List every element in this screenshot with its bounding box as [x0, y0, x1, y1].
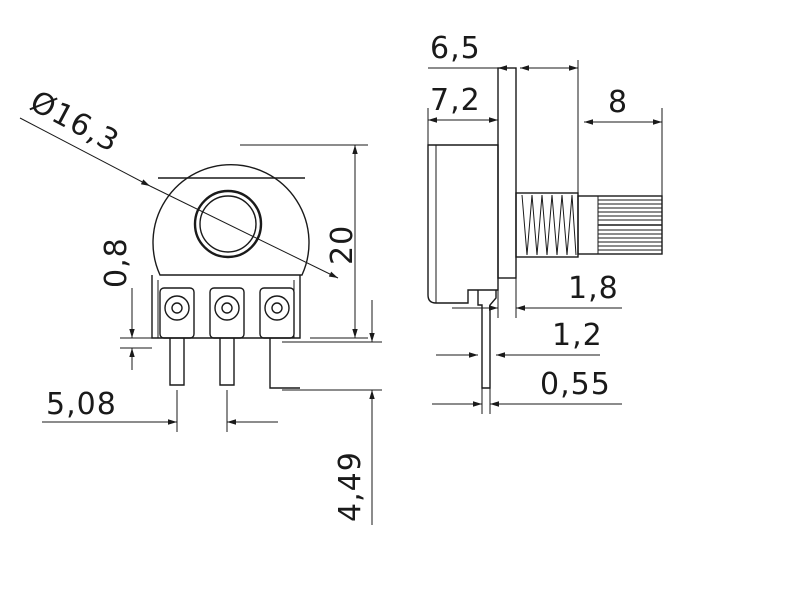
dim-pin-thickness: 0,55 [432, 367, 622, 414]
side-pin [477, 290, 497, 389]
dim-bushing-gap: 1,8 [452, 271, 622, 318]
terminal-base [151, 275, 301, 339]
bushing [515, 192, 579, 258]
pot-body-outline [152, 164, 310, 276]
dim-knurl-length-label: 8 [608, 85, 628, 120]
front-view [151, 164, 310, 389]
dim-pin-offset: 0,8 [99, 237, 152, 370]
side-body [427, 144, 499, 304]
bushing-thread [521, 194, 577, 256]
dim-shaft-total-label: 6,5 [430, 31, 481, 66]
dim-shaft-total: 6,5 [428, 31, 579, 193]
dim-body-depth: 7,2 [427, 83, 498, 145]
terminal-2 [209, 287, 245, 386]
dim-knurl-length: 8 [584, 85, 663, 196]
dim-pin-offset-label: 0,8 [99, 237, 134, 288]
dim-pin-length: 4,49 [282, 300, 382, 525]
dim-pin-thickness-label: 0,55 [540, 367, 611, 402]
side-view [427, 67, 663, 389]
dim-diameter-label: Ø16,3 [24, 84, 125, 160]
dim-body-depth-label: 7,2 [430, 83, 481, 118]
shaft-hole-outer [193, 189, 263, 259]
dim-pin-length-label: 4,49 [333, 451, 368, 522]
dim-bushing-gap-label: 1,8 [568, 271, 619, 306]
dim-pin-pitch: 5,08 [42, 387, 278, 432]
dim-pin-width-label: 1,2 [552, 318, 603, 353]
terminal-3 [259, 287, 300, 389]
dim-height: 20 [240, 144, 368, 339]
knurled-shaft [577, 195, 663, 255]
dim-pin-width: 1,2 [436, 318, 603, 358]
dim-height-label: 20 [325, 225, 360, 265]
dim-pin-pitch-label: 5,08 [46, 387, 117, 422]
shaft-hole-inner [199, 195, 257, 253]
mounting-plate [497, 67, 517, 279]
terminal-1 [159, 287, 195, 386]
dim-diameter: Ø16,3 [19, 84, 339, 279]
